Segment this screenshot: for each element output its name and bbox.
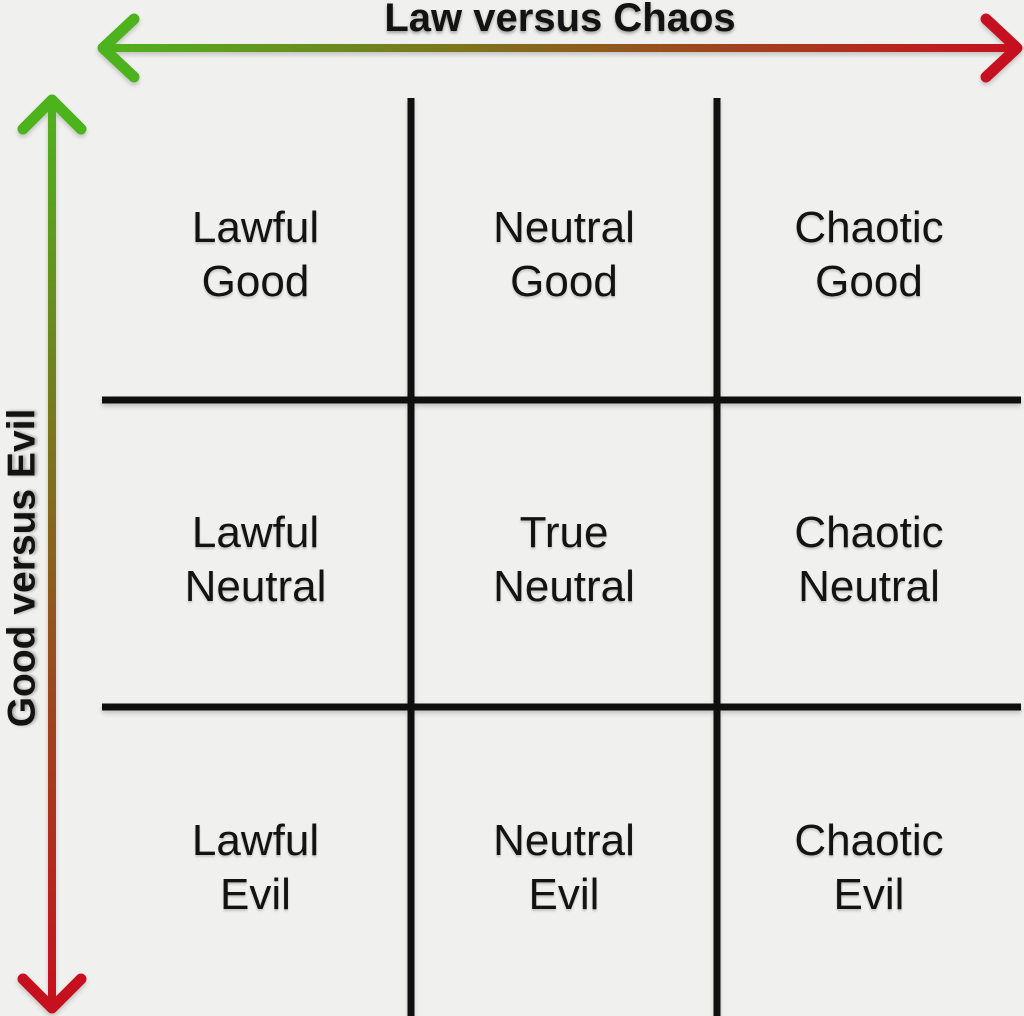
law-chaos-axis-label: Law versus Chaos [384, 0, 736, 40]
cell-chaotic-evil: Chaotic Evil [794, 815, 944, 919]
arrowhead-up-icon [17, 94, 87, 135]
good-evil-axis-label: Good versus Evil [0, 408, 44, 728]
cell-lawful-good: Lawful Good [191, 203, 320, 306]
cell-lawful-neutral: Lawful Neutral [184, 507, 327, 611]
cell-lawful-evil: Lawful Evil [191, 815, 320, 919]
arrowhead-right-icon [980, 13, 1023, 83]
grid-lines [102, 98, 1021, 1016]
cell-chaotic-good: Chaotic Good [794, 203, 944, 306]
good-evil-axis-arrow [17, 94, 87, 1014]
arrowhead-left-icon [97, 13, 140, 83]
cell-chaotic-neutral: Chaotic Neutral [794, 507, 944, 611]
alignment-grid: Lawful Good Neutral Good Chaotic Good La… [100, 98, 1021, 1016]
law-chaos-axis-arrow [97, 13, 1023, 83]
cell-neutral-good: Neutral Good [493, 203, 635, 306]
cell-true-neutral: True Neutral [493, 507, 635, 611]
cell-neutral-evil: Neutral Evil [493, 815, 635, 919]
arrowhead-down-icon [17, 973, 87, 1014]
